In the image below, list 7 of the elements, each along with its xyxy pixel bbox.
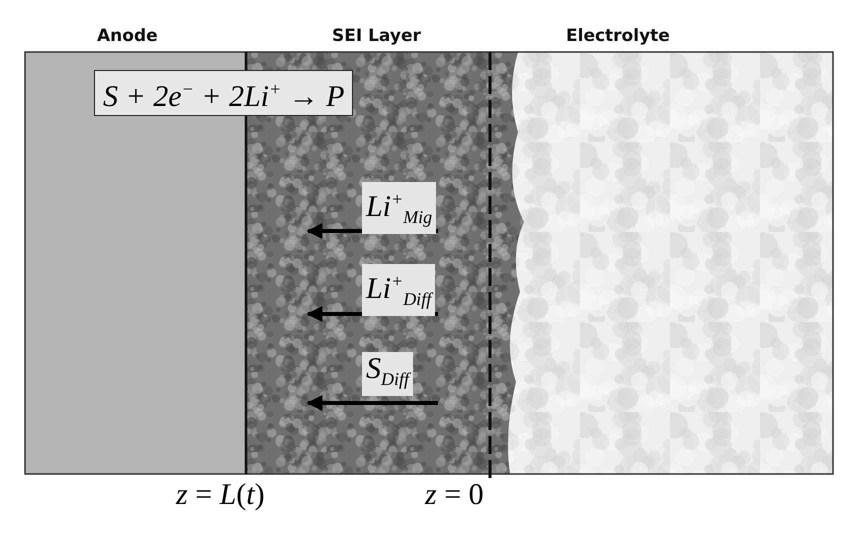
flux-label: S$_{Diff}$ <box>362 352 414 396</box>
position-label: z = 0 <box>425 478 484 512</box>
region-heading: Anode <box>97 26 158 46</box>
region-heading: SEI Layer <box>332 26 421 46</box>
equation-box: S + 2e$^{−}$ + 2Li$^{+}$ → P <box>94 70 354 116</box>
region-heading: Electrolyte <box>566 26 670 46</box>
position-label: z = L(t) <box>176 478 265 512</box>
